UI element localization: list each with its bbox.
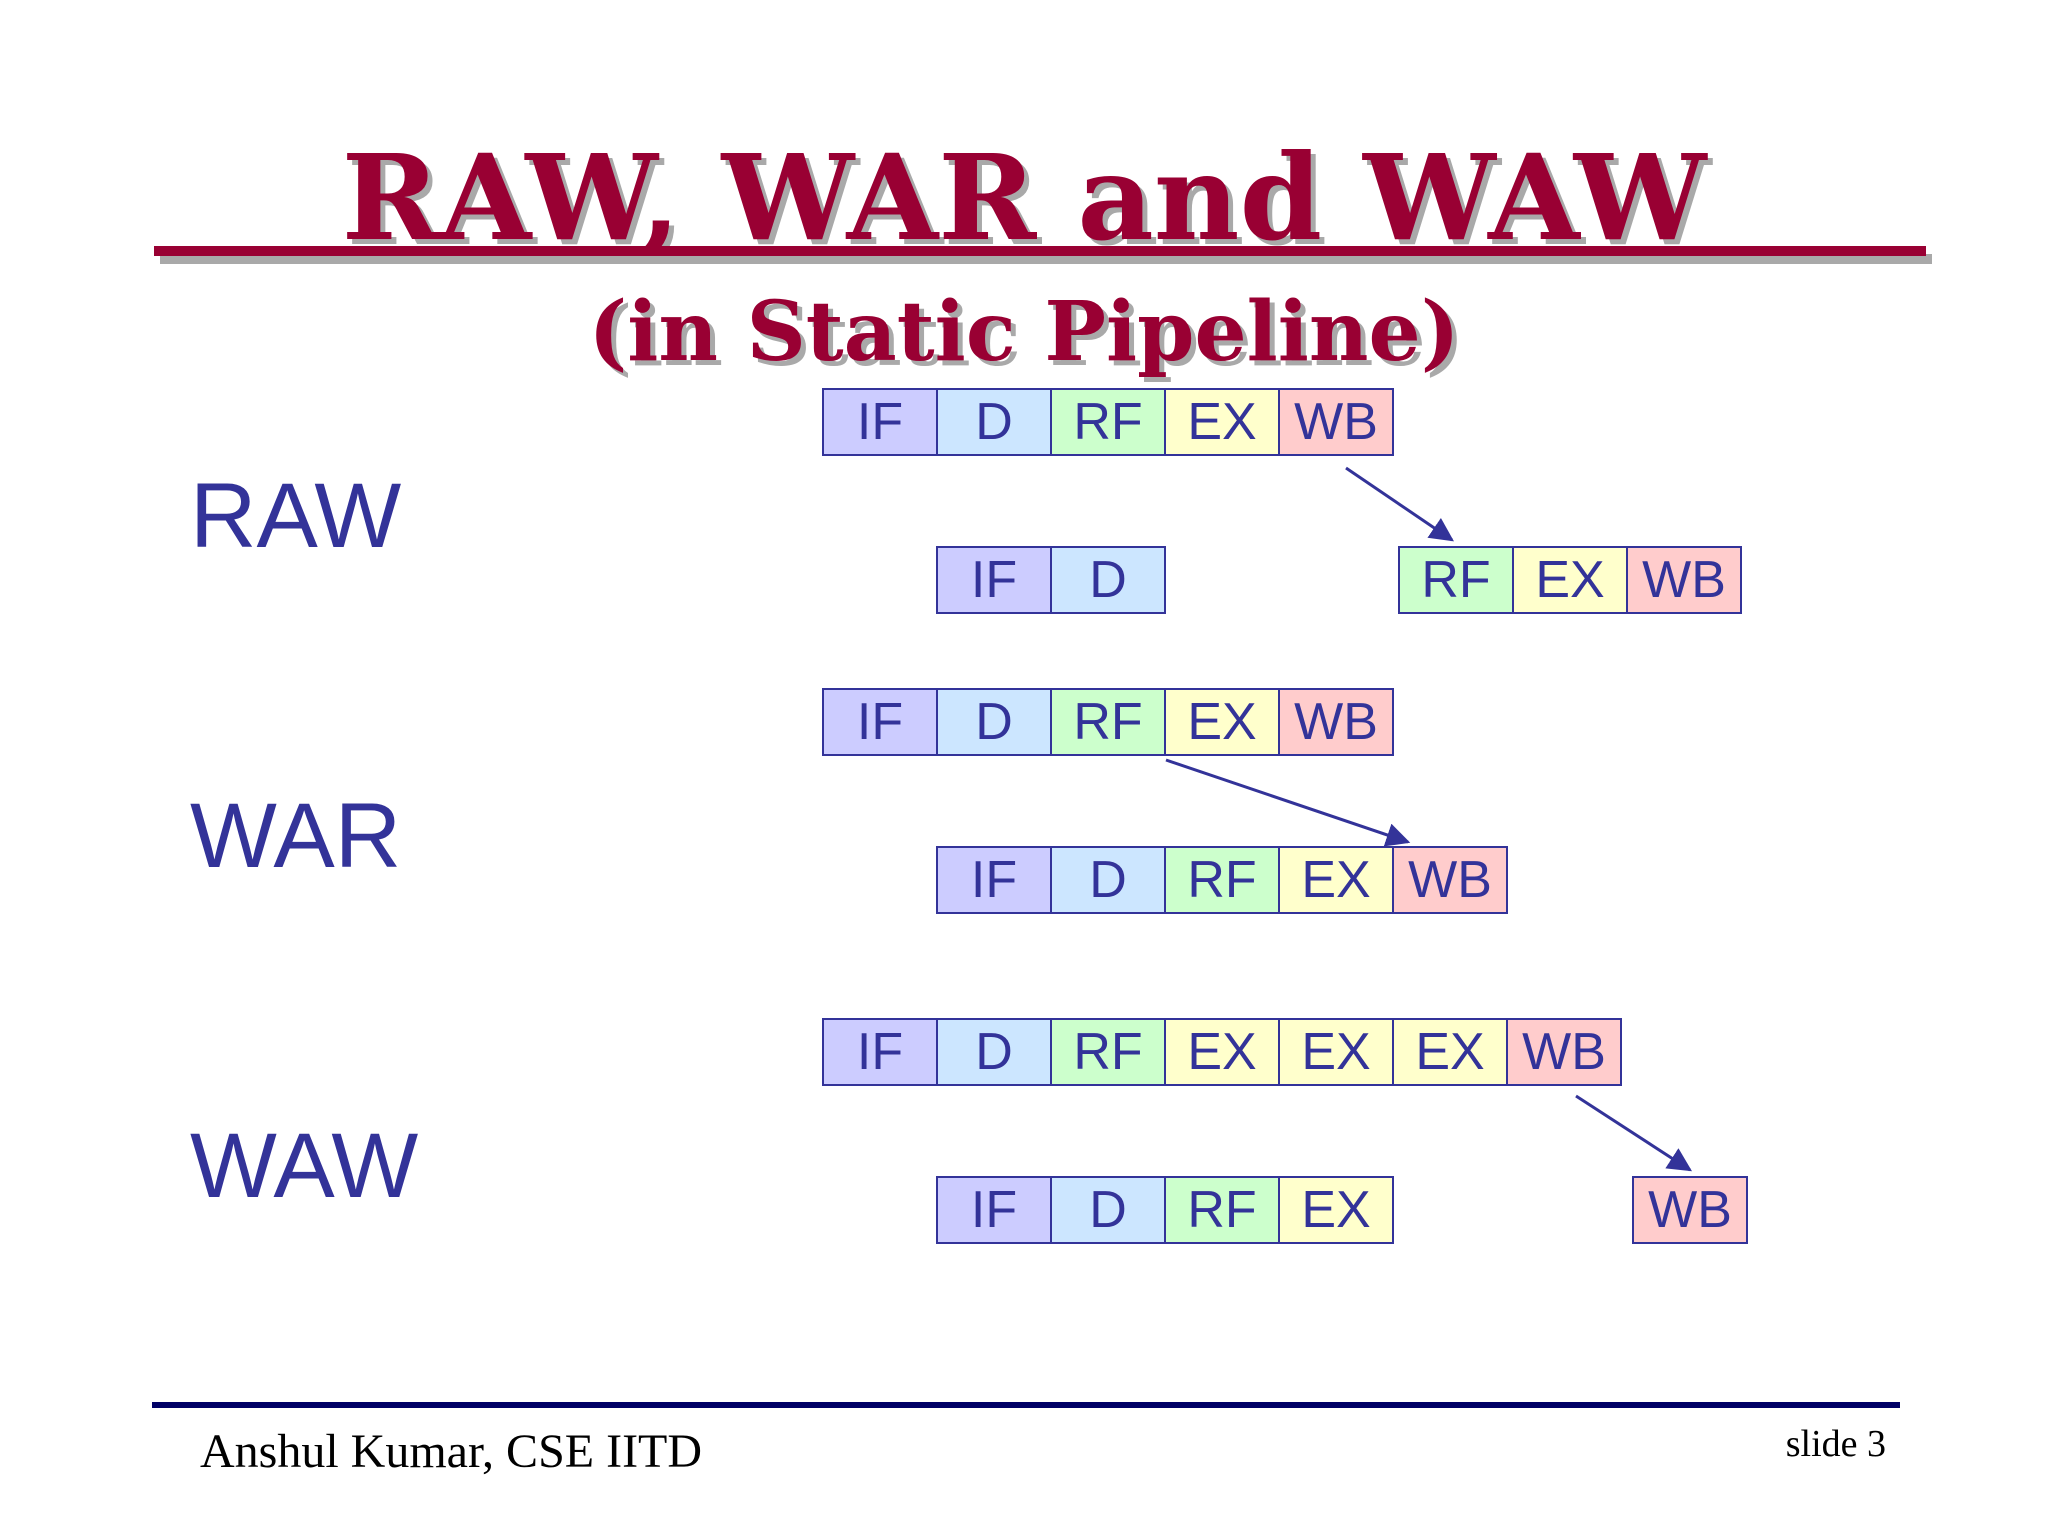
waw-pipeline-instr1: IF D RF EX EX EX WB	[822, 1018, 1622, 1086]
slide-title: RAW, WAR and WAW	[341, 128, 1707, 267]
stage-ex: EX	[1164, 688, 1280, 756]
stage-d: D	[1050, 546, 1166, 614]
stage-if: IF	[822, 1018, 938, 1086]
stage-wb: WB	[1506, 1018, 1622, 1086]
waw-dependency-arrow	[1575, 1094, 1693, 1172]
hazard-label-war: WAR	[190, 785, 402, 887]
stage-ex: EX	[1512, 546, 1628, 614]
stage-if: IF	[822, 688, 938, 756]
stage-ex: EX	[1278, 1176, 1394, 1244]
title-rule	[154, 246, 1926, 256]
war-dependency-arrow	[1165, 758, 1411, 847]
war-pipeline-instr2: IF D RF EX WB	[936, 846, 1508, 914]
stage-d: D	[936, 688, 1052, 756]
stage-d: D	[1050, 846, 1166, 914]
stage-rf: RF	[1050, 1018, 1166, 1086]
raw-pipeline-instr2-front: IF D	[936, 546, 1166, 614]
raw-dependency-arrow	[1345, 466, 1454, 542]
stage-if: IF	[936, 546, 1052, 614]
stage-d: D	[936, 388, 1052, 456]
stage-rf: RF	[1398, 546, 1514, 614]
waw-pipeline-instr2-front: IF D RF EX	[936, 1176, 1394, 1244]
stage-if: IF	[936, 846, 1052, 914]
hazard-label-raw: RAW	[190, 465, 402, 567]
stage-ex: EX	[1164, 1018, 1280, 1086]
stage-ex: EX	[1392, 1018, 1508, 1086]
footer-rule	[152, 1402, 1900, 1408]
stage-wb: WB	[1278, 388, 1394, 456]
raw-pipeline-instr2-back: RF EX WB	[1398, 546, 1742, 614]
raw-pipeline-instr1: IF D RF EX WB	[822, 388, 1394, 456]
title-rule-shadow	[160, 254, 1932, 264]
stage-rf: RF	[1164, 1176, 1280, 1244]
stage-ex: EX	[1278, 846, 1394, 914]
footer-author: Anshul Kumar, CSE IITD	[200, 1425, 703, 1478]
stage-rf: RF	[1050, 688, 1166, 756]
stage-if: IF	[936, 1176, 1052, 1244]
stage-wb: WB	[1632, 1176, 1748, 1244]
waw-pipeline-instr2-back: WB	[1632, 1176, 1748, 1244]
stage-wb: WB	[1278, 688, 1394, 756]
stage-wb: WB	[1392, 846, 1508, 914]
slide-subtitle: (in Static Pipeline)	[588, 284, 1460, 380]
stage-wb: WB	[1626, 546, 1742, 614]
stage-d: D	[936, 1018, 1052, 1086]
stage-rf: RF	[1050, 388, 1166, 456]
hazard-label-waw: WAW	[190, 1115, 419, 1217]
stage-ex: EX	[1164, 388, 1280, 456]
war-pipeline-instr1: IF D RF EX WB	[822, 688, 1394, 756]
stage-ex: EX	[1278, 1018, 1394, 1086]
footer-slide-number: slide 3	[1785, 1423, 1886, 1465]
stage-if: IF	[822, 388, 938, 456]
